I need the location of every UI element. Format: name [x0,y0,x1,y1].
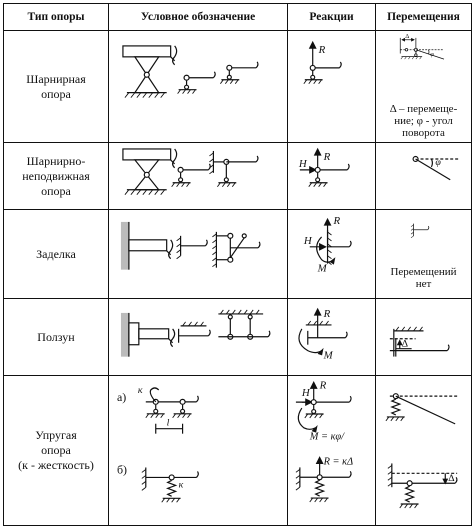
elastic-displacement-diagram: Δ [385,393,458,509]
row-pinned-support: Шарнирно- неподвижная опора [3,142,472,210]
label-H: H [298,158,308,170]
type-hinged: Шарнирная опора [3,29,109,144]
slider-support-symbols [120,310,271,358]
displacement-pinned: φ [375,142,472,210]
reactions-elastic: R H M = кφ/ R = кΔ [287,375,376,526]
header-displacements: Перемещения [375,3,472,31]
case-a-label: а) [117,390,126,404]
case-b-label: б) [117,462,127,476]
label-R: R [318,44,326,56]
reactions-fixed: R H M [287,208,376,300]
label-R-eq: R = кΔ [323,456,353,467]
symbol-pinned [108,142,288,210]
elastic-support-symbols: а) б) к [117,385,199,503]
hinged-displacement-note: Δ – перемеще- ние; φ - угол поворота [389,103,458,139]
reactions-pinned: R H [287,142,376,210]
header-row: Тип опоры Условное обозначение Реакции П… [3,3,472,31]
label-l: l [167,418,170,429]
label-delta: Δ [448,473,454,484]
symbol-slider [108,298,288,377]
label-phi: φ [435,157,441,168]
type-pinned: Шарнирно- неподвижная опора [3,142,109,210]
header-support-type: Тип опоры [3,3,109,31]
header-symbol: Условное обозначение [108,3,288,31]
label-H: H [301,387,311,399]
symbol-fixed [108,208,288,300]
label-M: M [323,350,334,362]
elastic-reaction-diagram: R H M = кφ/ R = кΔ [295,379,353,503]
label-R: R [319,379,327,391]
row-fixed-support: Заделка [3,208,472,300]
hinged-reaction-diagram: R [303,40,342,84]
label-kappa: к [138,385,143,396]
support-types-table: Тип опоры Условное обозначение Реакции П… [3,3,472,526]
slider-reaction-diagram: R M [298,308,348,362]
hinged-support-symbols [122,45,259,98]
label-M: M [317,263,328,275]
row-hinged-support: Шарнирная опора [3,29,472,144]
reactions-hinged: R [287,29,376,144]
label-R: R [323,308,331,320]
displacement-hinged: Δ φ Δ – перемеще- ние; φ - угол поворота [375,29,472,144]
hinged-displacement-diagram: Δ φ [399,33,445,60]
label-M-eq: M = кφ/ [309,432,345,443]
symbol-elastic: а) б) к [108,375,288,526]
fixed-displacement-note: Перемещений нет [390,265,457,290]
fixed-support-symbols [120,221,261,270]
slider-displacement-diagram: Δ [389,327,450,358]
pinned-displacement-diagram: φ [412,156,460,181]
row-slider-support: Ползун [3,298,472,377]
fixed-reaction-diagram: R H M [303,215,352,275]
label-kappa: к [179,479,184,490]
row-elastic-support: Упругая опора (к - жесткость) а) б) к [3,375,472,526]
displacement-elastic: Δ [375,375,472,526]
header-reactions: Реакции [287,3,376,31]
symbol-hinged [108,29,288,144]
pinned-support-symbols [122,148,259,196]
reactions-slider: R M [287,298,376,377]
label-H: H [303,235,313,247]
displacement-slider: Δ [375,298,472,377]
label-phi: φ [430,51,434,58]
label-delta: Δ [405,33,409,40]
type-fixed: Заделка [3,208,109,300]
fixed-displacement-diagram [410,223,430,239]
displacement-fixed: Перемещений нет [375,208,472,300]
pinned-reaction-diagram: R H [298,148,350,188]
type-slider: Ползун [3,298,109,377]
type-elastic: Упругая опора (к - жесткость) [3,375,109,526]
label-delta: Δ [402,339,408,350]
label-R: R [332,215,340,227]
label-R: R [323,151,331,163]
